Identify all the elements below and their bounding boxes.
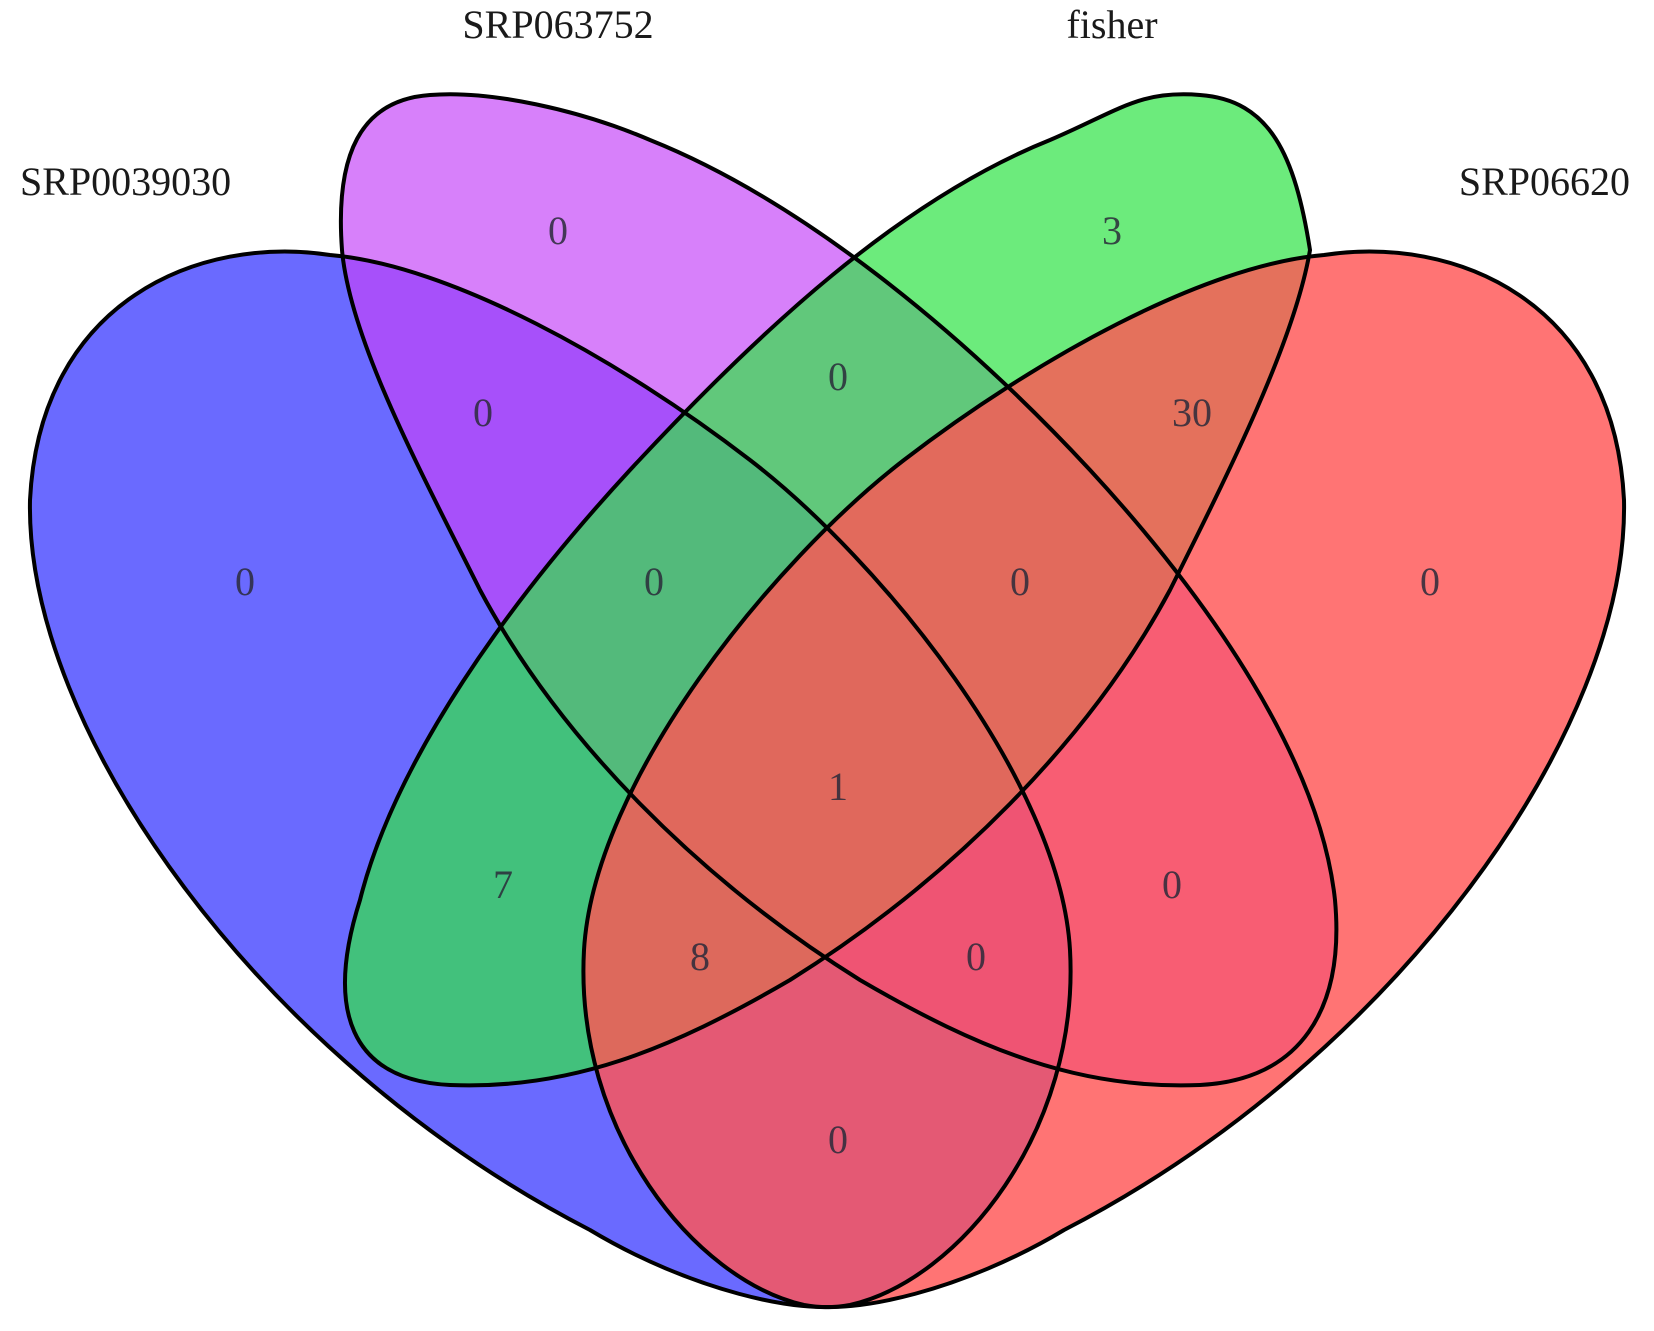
region-count-a-only: 0 — [235, 559, 255, 604]
region-counts: 0 3 0 0 30 0 0 0 0 1 7 0 8 0 0 — [235, 208, 1440, 1162]
set-outlines — [27, 92, 1627, 1310]
region-count-bcd: 0 — [1010, 559, 1030, 604]
set-label-srp063752: SRP063752 — [462, 2, 653, 47]
set-fisher-outline — [343, 92, 1313, 1088]
region-count-d-only: 0 — [1420, 559, 1440, 604]
region-count-acd: 8 — [690, 934, 710, 979]
set-fills — [29, 94, 1625, 1308]
region-count-abc: 0 — [644, 559, 664, 604]
set-label-srp0039030: SRP0039030 — [20, 159, 231, 204]
region-count-abd: 0 — [966, 934, 986, 979]
region-count-ab: 0 — [473, 390, 493, 435]
region-count-ac: 7 — [493, 862, 513, 907]
set-labels: SRP0039030 SRP063752 fisher SRP06620 — [20, 2, 1630, 204]
set-srp06620-fill — [583, 251, 1625, 1308]
region-count-b-only: 0 — [548, 208, 568, 253]
set-srp06620-outline — [581, 249, 1627, 1310]
region-count-c-only: 3 — [1102, 208, 1122, 253]
region-count-bd: 0 — [1162, 862, 1182, 907]
region-count-bc: 0 — [828, 354, 848, 399]
region-count-cd: 30 — [1172, 390, 1212, 435]
set-label-srp06620: SRP06620 — [1459, 159, 1630, 204]
set-srp063752-outline — [338, 92, 1339, 1088]
region-count-ad: 0 — [828, 1117, 848, 1162]
set-label-fisher: fisher — [1066, 2, 1157, 47]
region-count-abcd: 1 — [828, 764, 848, 809]
